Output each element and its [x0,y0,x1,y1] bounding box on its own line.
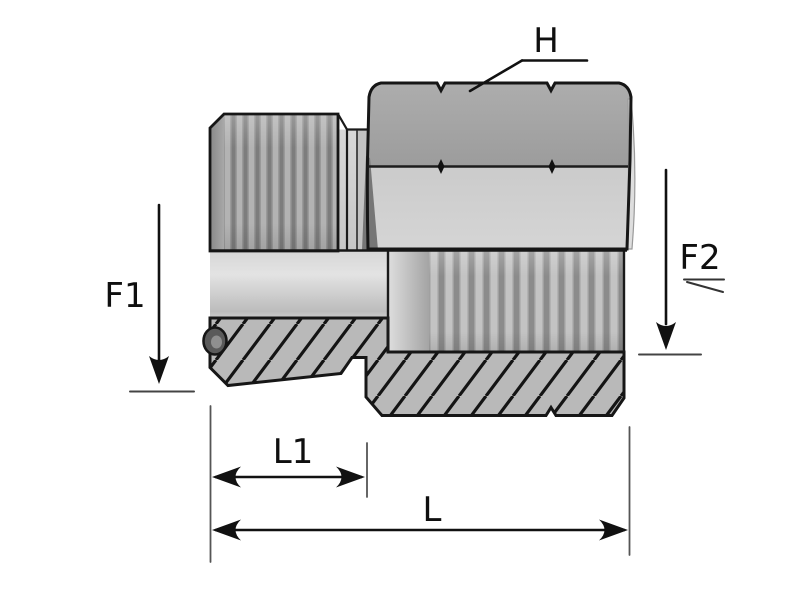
dimension-f1-label: F1 [104,276,145,316]
male-thread-external [208,112,340,253]
male-thread-shading [224,114,338,251]
dimension-h: H [468,21,589,93]
section-view [208,251,626,417]
dimension-l1: L1 [209,405,368,563]
counterbore-band [388,251,429,352]
bore-band [210,251,388,318]
f1-arrowhead-down-icon [149,356,169,384]
o-ring-inner [211,335,222,349]
cross-section-hatch [208,316,626,417]
dimension-l1-label: L1 [273,432,314,472]
facet-tick-right [548,159,556,174]
hex-outline [365,81,633,251]
male-thread-side-face [210,114,224,251]
neck-chamfer-line [337,113,348,131]
dimension-f2-label: F2 [679,238,720,278]
f2-leader-line-slant [686,281,724,293]
f2-arrowhead-down-icon [656,322,676,350]
o-ring-seal [202,326,228,356]
hex-top-facet [367,83,631,167]
dimension-l-label: L [423,490,442,530]
dimension-h-label: H [533,21,559,61]
dimension-l: L [212,426,631,556]
facet-tick-left [437,159,445,174]
female-thread-shading [429,251,624,352]
l1-arrowhead-right-icon [336,466,365,488]
dimension-f1: F1 [104,203,195,393]
l-arrowhead-left-icon [212,519,241,541]
neck-shadow-band [357,130,368,251]
l-arrowhead-right-icon [599,519,628,541]
male-thread-outline [208,112,340,253]
dimension-f2: F2 [638,168,725,356]
hex-body [362,81,636,251]
l1-arrowhead-left-icon [212,466,241,488]
h-leader-slant [468,59,524,93]
